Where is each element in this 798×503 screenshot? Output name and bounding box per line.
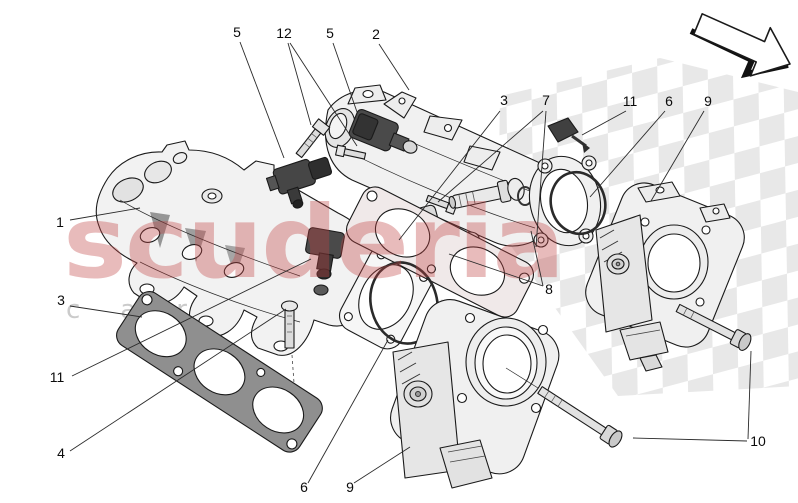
callout-leader-line (353, 446, 411, 484)
callout-label: 10 (750, 433, 766, 449)
callout-label: 9 (704, 93, 712, 109)
callout-leader-line (398, 110, 501, 241)
throttle-fixing-bolt-front (537, 386, 623, 448)
callout-leader-line (747, 350, 752, 440)
callout-label: 1 (56, 214, 64, 230)
manifold-gasket-front (116, 291, 323, 453)
callout-leader-line (581, 110, 627, 136)
arrow-down-right-icon (689, 13, 791, 79)
callout-label: 5 (326, 25, 334, 41)
throttle-fixing-bolt-rear (675, 303, 752, 351)
knock-sensor-rear-icon (547, 117, 590, 153)
callout-label: 6 (665, 93, 673, 109)
callout-leader-line (632, 437, 748, 442)
callout-label: 12 (276, 25, 292, 41)
callout-layer: 1 5 12 5 2 3 7 11 6 9 3 11 4 6 9 8 10 (50, 24, 766, 495)
callout-label: 5 (233, 24, 241, 40)
fixing-screw (280, 300, 299, 426)
watermark-brand: scuderia (63, 184, 563, 301)
callout-leader-line (530, 230, 544, 287)
callout-label: 11 (50, 369, 65, 385)
throttle-body-rear (585, 181, 745, 372)
callout-label: 3 (500, 92, 508, 108)
callout-label: 4 (57, 445, 65, 461)
callout-leader-line (535, 110, 547, 248)
callout-leader-line (69, 207, 141, 221)
callout-label: 2 (372, 26, 380, 42)
callout-leader-line (589, 110, 666, 198)
callout-leader-line (650, 110, 705, 202)
flange-gasket-rear (528, 155, 602, 248)
callout-label: 8 (545, 281, 553, 297)
callout-label: 9 (346, 479, 354, 495)
callout-leader-line (378, 43, 410, 91)
hex-bolt (295, 118, 331, 159)
callout-leader-line (332, 42, 358, 113)
callout-leader-line (69, 305, 143, 318)
callout-label: 3 (57, 292, 65, 308)
callout-label: 6 (300, 479, 308, 495)
callout-leader-line (289, 42, 358, 147)
callout-leader-line (437, 110, 544, 203)
callout-label: 11 (623, 93, 638, 109)
map-sensor-mounted-icon (348, 108, 418, 154)
callout-label: 7 (542, 92, 550, 108)
o-ring-front (369, 261, 439, 345)
callout-leader-line (239, 41, 285, 159)
callout-leader-line (448, 253, 544, 287)
hose-nipple (448, 177, 525, 209)
callout-leader-line (287, 42, 312, 126)
throttle-body-front (390, 299, 560, 489)
callout-leader-line (71, 258, 312, 377)
callout-leader-line (69, 308, 287, 452)
sensor-screw (335, 144, 367, 160)
o-ring-rear (549, 170, 607, 236)
callout-leader-line (307, 339, 389, 484)
knock-sensor-front-icon (305, 227, 345, 296)
map-sensor-loose-icon (265, 156, 333, 209)
